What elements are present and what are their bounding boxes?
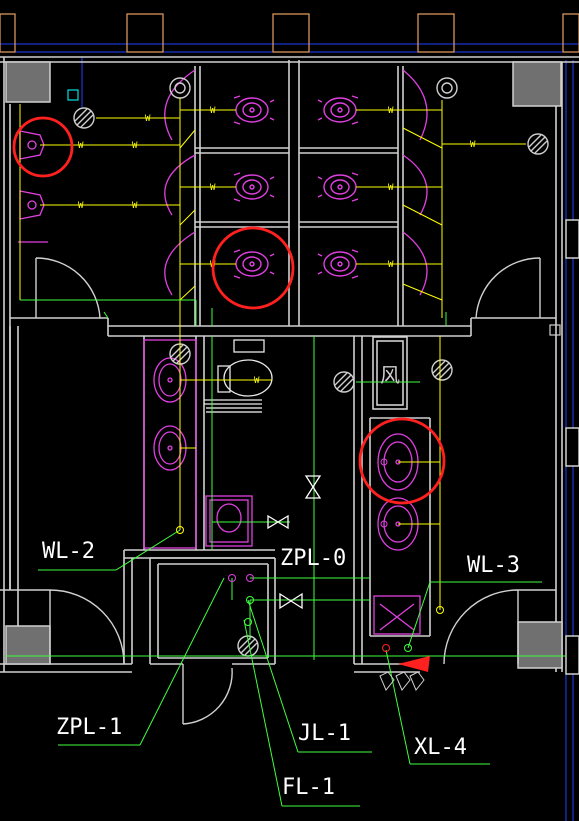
western-toilet	[204, 339, 273, 405]
pipe-tag: W	[132, 201, 138, 211]
label-jl-1: JL-1	[298, 721, 351, 746]
pipe-tag: W	[210, 183, 216, 193]
pipe-tag: W	[254, 376, 260, 386]
label-wl-3: WL-3	[467, 553, 520, 578]
label-wl-2: WL-2	[42, 539, 95, 564]
drain-pipes	[6, 299, 566, 807]
hydrant-symbol	[379, 656, 430, 691]
walls	[0, 56, 579, 673]
pipe-tag: W	[78, 141, 84, 151]
vent-shaft-label: 风	[380, 363, 400, 387]
stall-doors	[143, 69, 428, 635]
label-zpl-1: ZPL-1	[56, 715, 122, 740]
squat-toilets	[233, 95, 359, 279]
pipe-tag: W	[388, 183, 394, 193]
pipe-tag: W	[145, 114, 151, 124]
pipe-labels: WL-2 ZPL-0 WL-3 ZPL-1 JL-1 XL-4 FL-1	[42, 539, 520, 800]
pipe-tag: W	[210, 106, 216, 116]
column-blocks	[5, 61, 579, 675]
pipe-tag: W	[388, 260, 394, 270]
label-fl-1: FL-1	[282, 775, 335, 800]
top-columns	[0, 13, 579, 53]
pipe-tags: W W W W W W W W W W W W W	[78, 106, 476, 386]
pipe-tag: W	[470, 140, 476, 150]
label-zpl-0: ZPL-0	[280, 546, 346, 571]
label-xl-4: XL-4	[414, 735, 467, 760]
pipe-tag: W	[388, 106, 394, 116]
wash-basins	[153, 357, 419, 631]
pipe-tag: W	[78, 201, 84, 211]
markup-circle-urinal	[12, 116, 74, 178]
red-markup-circles	[12, 116, 446, 505]
markup-circle-toilet	[211, 226, 295, 310]
markup-circle-basin	[358, 417, 446, 505]
risers	[176, 458, 444, 652]
valves	[267, 475, 322, 610]
door-swings	[35, 257, 541, 725]
urinals	[18, 130, 48, 243]
water-pipes	[19, 98, 526, 610]
pipe-tag: W	[132, 141, 138, 151]
